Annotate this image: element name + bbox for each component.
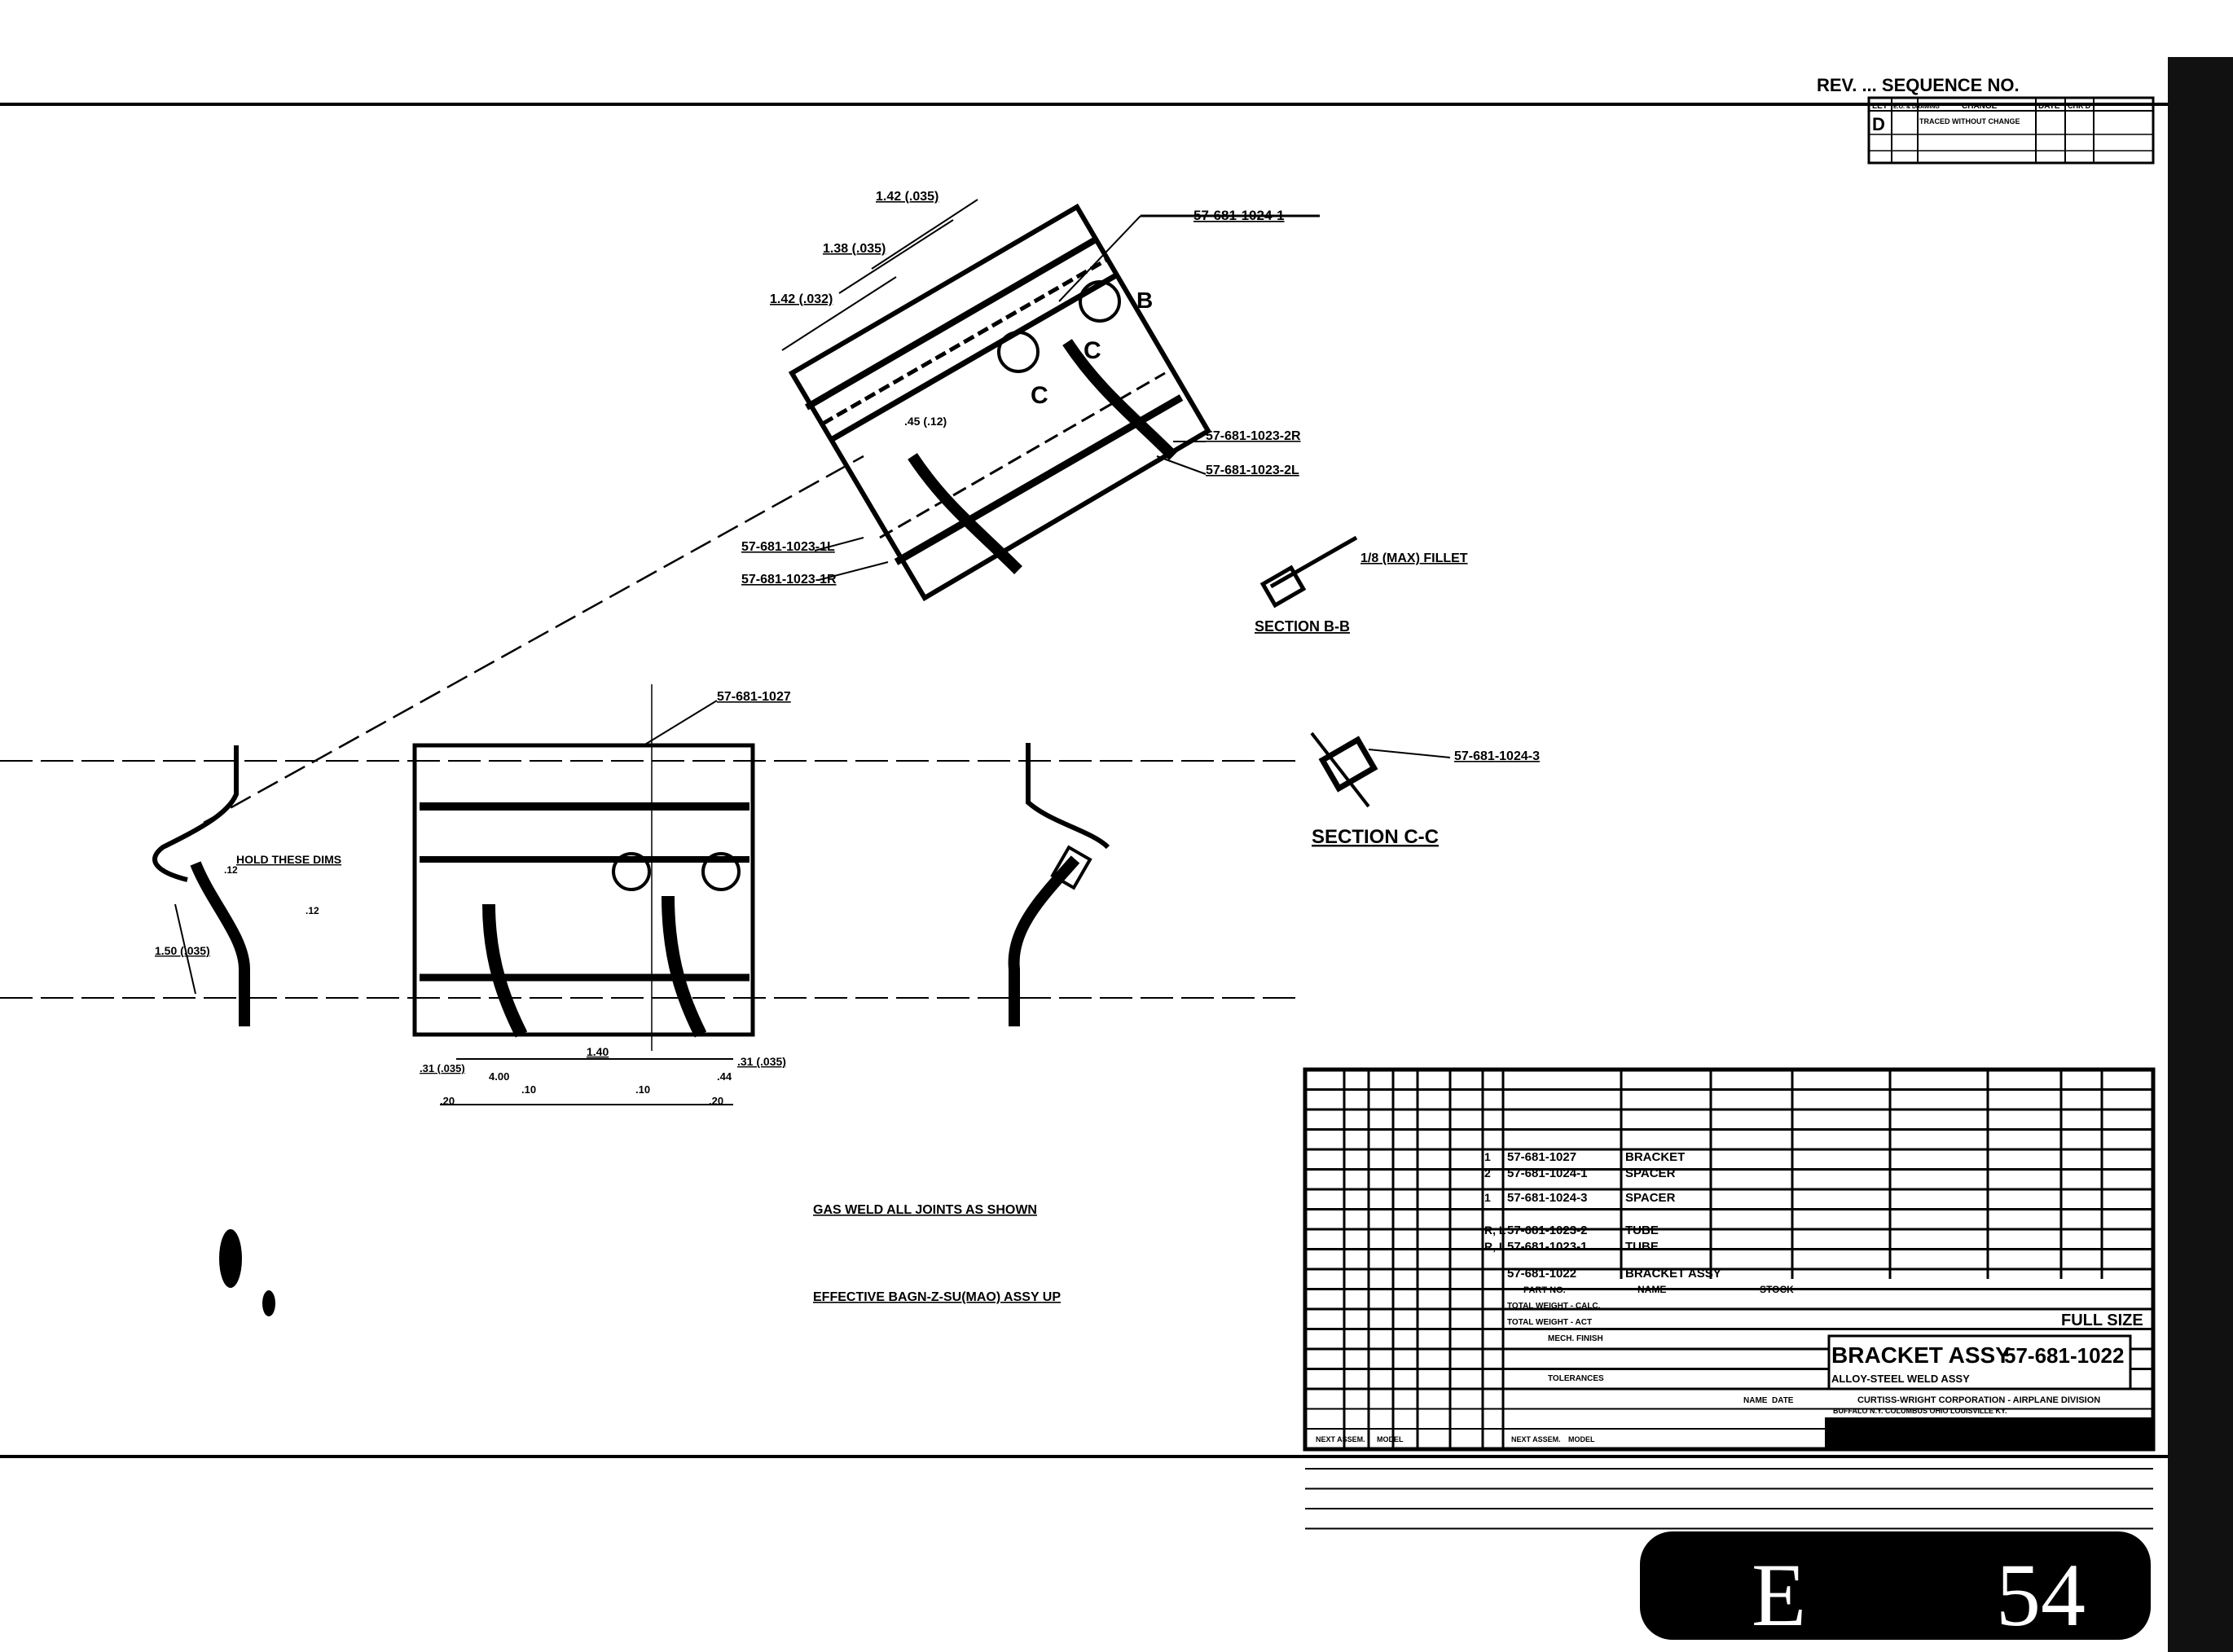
parts-part-no: 57-681-1027 bbox=[1507, 1150, 1576, 1164]
usage-col: MODEL bbox=[1377, 1435, 1404, 1443]
parts-name: SPACER bbox=[1625, 1167, 1676, 1180]
svg-text:4.00: 4.00 bbox=[489, 1070, 509, 1083]
parts-qty: 1 bbox=[1484, 1191, 1491, 1204]
svg-text:.10: .10 bbox=[521, 1083, 536, 1096]
parts-qty: R, L bbox=[1484, 1224, 1506, 1237]
svg-text:CHANGE: CHANGE bbox=[1962, 102, 1998, 111]
callout-label: 57-681-1023-1L bbox=[741, 540, 835, 554]
section-c-title: SECTION C-C bbox=[1312, 826, 1439, 848]
frame-number: 54 bbox=[1996, 1545, 2086, 1645]
finish-label: MECH. FINISH bbox=[1548, 1334, 1603, 1343]
callout-label: 57-681-1027 bbox=[717, 690, 791, 704]
usage-col: NEXT ASSEM. bbox=[1316, 1435, 1365, 1443]
parts-part-no: 57-681-1023-2 bbox=[1507, 1224, 1587, 1237]
section-c-view: 57-681-1024-3 SECTION C-C bbox=[1310, 732, 1540, 848]
usage-col: MODEL bbox=[1568, 1435, 1595, 1443]
svg-text:1.50 (.035): 1.50 (.035) bbox=[155, 944, 210, 957]
company-name: CURTISS-WRIGHT CORPORATION - AIRPLANE DI… bbox=[1857, 1395, 2100, 1405]
svg-text:LET: LET bbox=[1872, 102, 1888, 111]
header-part-no: PART NO. bbox=[1523, 1285, 1566, 1295]
section-mark: C bbox=[1031, 382, 1048, 409]
parts-qty: 2 bbox=[1484, 1167, 1491, 1180]
dim-label: 1.38 (.035) bbox=[823, 242, 886, 256]
callout-label: 57-681-1023-1R bbox=[741, 573, 837, 587]
svg-text:57-681-1024-3: 57-681-1024-3 bbox=[1454, 749, 1540, 763]
dim-label: 1.42 (.035) bbox=[876, 190, 938, 204]
svg-text:1.40: 1.40 bbox=[587, 1045, 609, 1058]
svg-text:.44: .44 bbox=[717, 1070, 732, 1083]
frame-stamp: E 54 bbox=[1640, 1531, 2151, 1645]
drawing-title: BRACKET ASSY bbox=[1831, 1342, 2011, 1368]
parts-part-no: 57-681-1022 bbox=[1507, 1267, 1576, 1281]
svg-text:HOLD THESE DIMS: HOLD THESE DIMS bbox=[236, 853, 341, 866]
title-panel bbox=[1827, 1334, 2132, 1391]
parts-name: TUBE bbox=[1625, 1224, 1659, 1237]
tolerances-label: TOLERANCES bbox=[1548, 1374, 1604, 1383]
parts-part-no: 57-681-1023-1 bbox=[1507, 1240, 1587, 1254]
note-gas-weld: GAS WELD ALL JOINTS AS SHOWN bbox=[813, 1203, 1037, 1217]
section-b-view: 1/8 (MAX) FILLET SECTION B-B bbox=[1255, 535, 1468, 635]
drawing-subtitle: ALLOY-STEEL WELD ASSY bbox=[1831, 1373, 1970, 1385]
parts-name: BRACKET ASSY bbox=[1625, 1267, 1721, 1281]
svg-text:.31 (.035): .31 (.035) bbox=[420, 1062, 465, 1074]
parts-part-no: 57-681-1024-1 bbox=[1507, 1167, 1587, 1180]
title-block-shaded bbox=[1825, 1417, 2153, 1449]
parts-qty: 1 bbox=[1484, 1150, 1491, 1163]
scan-blot bbox=[219, 1229, 242, 1288]
drawing-scale: FULL SIZE bbox=[2061, 1311, 2143, 1329]
callout-label: 57-681-1023-2R bbox=[1206, 429, 1301, 443]
svg-text:.20: .20 bbox=[440, 1095, 455, 1107]
dim-label: 1.42 (.032) bbox=[770, 292, 833, 306]
parts-name: BRACKET bbox=[1625, 1150, 1685, 1164]
svg-text:.12: .12 bbox=[305, 905, 319, 916]
scan-blot bbox=[262, 1290, 275, 1316]
front-view: 57-681-1027 1.40 .31 (.035) .44 .20 .10 … bbox=[0, 684, 1303, 1107]
section-b-title: SECTION B-B bbox=[1255, 618, 1350, 635]
usage-col: NEXT ASSEM. bbox=[1511, 1435, 1561, 1443]
callout-label: 57-681-1024-1 bbox=[1193, 208, 1285, 223]
right-film-edge bbox=[2168, 57, 2233, 1652]
parts-name: SPACER bbox=[1625, 1191, 1676, 1205]
header-stock: STOCK bbox=[1760, 1284, 1794, 1295]
revision-letter: D bbox=[1872, 114, 1885, 134]
parts-qty: R, L bbox=[1484, 1240, 1506, 1253]
svg-text:.31 (.035): .31 (.035) bbox=[737, 1055, 786, 1068]
callout-label: 57-681-1023-2L bbox=[1206, 464, 1299, 477]
section-mark: C bbox=[1084, 337, 1101, 364]
note-effectivity: EFFECTIVE BAGN-Z-SU(MAO) ASSY UP bbox=[813, 1290, 1061, 1304]
sign-name: NAME bbox=[1743, 1396, 1768, 1405]
svg-text:.12: .12 bbox=[224, 864, 238, 876]
parts-name: TUBE bbox=[1625, 1240, 1659, 1254]
svg-text:.10: .10 bbox=[635, 1083, 650, 1096]
weight-act: TOTAL WEIGHT - ACT bbox=[1507, 1318, 1592, 1327]
svg-text:.20: .20 bbox=[709, 1095, 723, 1107]
left-side-view: HOLD THESE DIMS 1.50 (.035) .12 .12 bbox=[152, 745, 341, 1026]
svg-text:CHK'D: CHK'D bbox=[2068, 102, 2091, 110]
header-name: NAME bbox=[1637, 1284, 1666, 1295]
revision-change: TRACED WITHOUT CHANGE bbox=[1919, 117, 2020, 125]
dim-label: .45 (.12) bbox=[904, 415, 947, 428]
weight-calc: TOTAL WEIGHT - CALC. bbox=[1507, 1302, 1601, 1311]
revision-block: LET E.O. & DRAWING CHANGE DATE CHK'D D T… bbox=[1867, 96, 2155, 165]
drawing-number: 57-681-1022 bbox=[2004, 1343, 2124, 1368]
parts-part-no: 57-681-1024-3 bbox=[1507, 1191, 1587, 1205]
right-side-view bbox=[1008, 743, 1110, 1026]
company-location: BUFFALO N.Y. COLUMBUS OHIO LOUISVILLE KY… bbox=[1833, 1407, 2007, 1415]
frame-letter: E bbox=[1752, 1545, 1806, 1645]
isometric-view: 1.42 (.035) 1.38 (.035) 1.42 (.032) .45 … bbox=[203, 190, 1320, 824]
svg-text:1/8 (MAX) FILLET: 1/8 (MAX) FILLET bbox=[1360, 551, 1468, 565]
svg-text:DATE: DATE bbox=[2038, 102, 2060, 111]
section-mark: B bbox=[1136, 288, 1153, 313]
sequence-label: REV. ... SEQUENCE NO. bbox=[1817, 75, 2020, 95]
sign-date: DATE bbox=[1772, 1396, 1794, 1405]
svg-text:E.O. & DRAWING: E.O. & DRAWING bbox=[1893, 104, 1940, 110]
